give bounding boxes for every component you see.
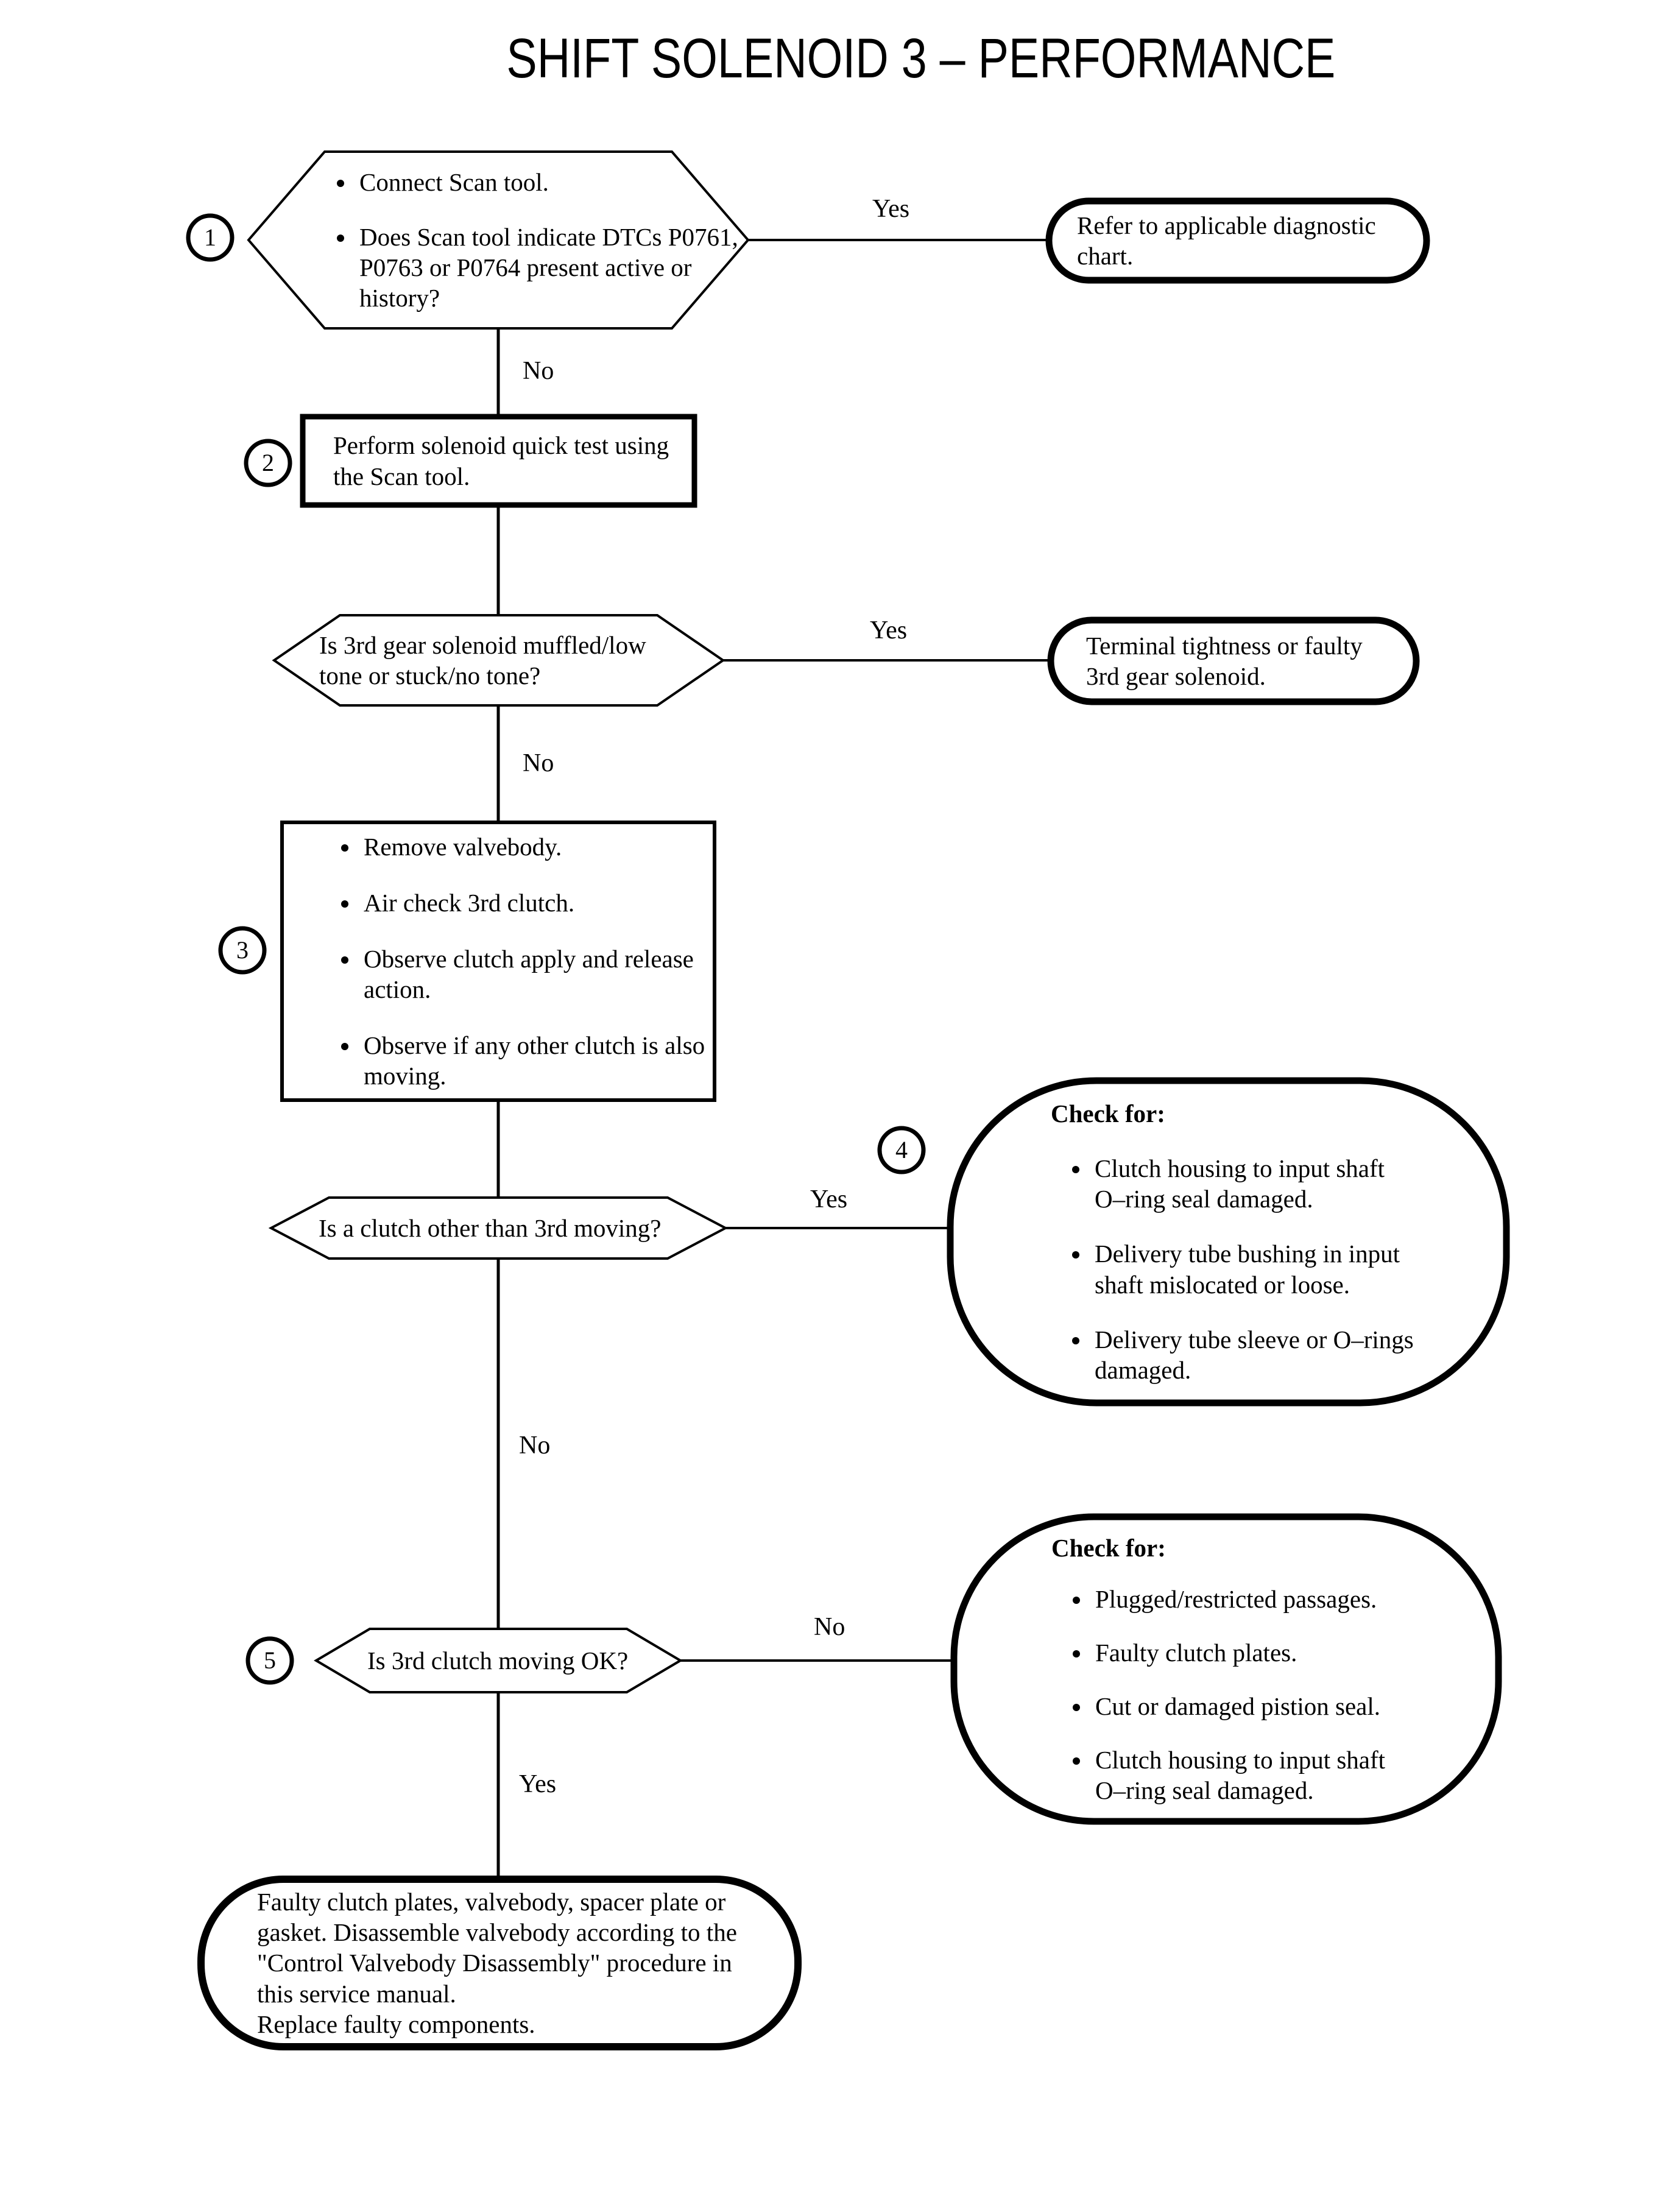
step-circle-5 — [245, 1636, 294, 1685]
check-for-2-content: Check for: Plugged/restricted passages. … — [954, 1517, 1498, 1821]
decision-4-text: Is 3rd clutch moving OK? — [367, 1646, 629, 1675]
step-number-5: 5 — [264, 1647, 276, 1674]
result-final-text: Faulty clutch plates, valvebody, spacer … — [257, 1888, 737, 2008]
bullet-item: Air check 3rd clutch. — [360, 888, 718, 918]
edge-label-yes-2: Yes — [870, 616, 908, 644]
edge-label-yes-1: Yes — [872, 195, 910, 223]
process-2-text: Perform solenoid quick test using the Sc… — [333, 431, 669, 490]
decision-1-bullet-list: Connect Scan tool. Does Scan tool indica… — [317, 167, 749, 313]
process-box-quick-test — [300, 414, 697, 508]
process-3-bullet-list: Remove valvebody. Air check 3rd clutch. … — [322, 831, 718, 1091]
step-number-1: 1 — [204, 224, 216, 251]
step-circle-1 — [186, 213, 235, 262]
bullet-item: Observe clutch apply and release action. — [360, 944, 718, 1004]
result-final-text-2: Replace faulty components. — [257, 2010, 535, 2038]
bullet-item: Plugged/restricted passages. — [1092, 1584, 1422, 1614]
check-for-2-heading: Check for: — [1051, 1533, 1166, 1562]
step-number-4: 4 — [895, 1136, 908, 1163]
step-circle-3 — [218, 926, 267, 975]
result-terminal-content: Terminal tightness or faulty 3rd gear so… — [1051, 620, 1416, 702]
edge-label-yes-4: Yes — [519, 1770, 557, 1798]
bullet-item: Clutch housing to input shaft O–ring sea… — [1092, 1745, 1422, 1806]
edge-label-yes-3: Yes — [810, 1185, 848, 1213]
check-for-1-bullet-list: Clutch housing to input shaft O–ring sea… — [1051, 1153, 1421, 1385]
process-3-content: Remove valvebody. Air check 3rd clutch. … — [282, 822, 721, 1100]
decision-3-content: Is a clutch other than 3rd moving? — [271, 1198, 725, 1259]
check-for-1-content: Check for: Clutch housing to input shaft… — [950, 1081, 1506, 1403]
result-terminal-text: Terminal tightness or faulty 3rd gear so… — [1086, 631, 1363, 690]
bullet-item: Faulty clutch plates. — [1092, 1637, 1422, 1668]
page-title: SHIFT SOLENOID 3 – PERFORMANCE — [506, 27, 1336, 90]
result-final-content: Faulty clutch plates, valvebody, spacer … — [201, 1879, 798, 2047]
step-circle-4 — [877, 1126, 926, 1174]
result-refer-chart-text: Refer to applicable diagnostic chart. — [1077, 211, 1376, 270]
bullet-item: Delivery tube sleeve or O–rings damaged. — [1091, 1324, 1421, 1385]
result-refer-chart-content: Refer to applicable diagnostic chart. — [1049, 201, 1427, 280]
decision-2-text: Is 3rd gear solenoid muffled/low tone or… — [319, 630, 646, 690]
decision-2-content: Is 3rd gear solenoid muffled/low tone or… — [274, 615, 723, 705]
result-pill-refer-chart — [1045, 197, 1430, 284]
bullet-item: Clutch housing to input shaft O–ring sea… — [1091, 1153, 1421, 1214]
edge-label-no-4: No — [814, 1613, 845, 1641]
edge-label-no-1: No — [523, 357, 554, 385]
decision-hexagon-1 — [247, 150, 750, 330]
decision-3-text: Is a clutch other than 3rd moving? — [319, 1213, 662, 1242]
result-pill-faulty-components — [197, 1876, 802, 2050]
step-number-2: 2 — [262, 449, 274, 476]
bullet-item: Does Scan tool indicate DTCs P0761, P076… — [356, 222, 749, 313]
process-2-content: Perform solenoid quick test using the Sc… — [303, 417, 694, 505]
edge-label-no-2: No — [523, 749, 554, 777]
check-for-2-bullet-list: Plugged/restricted passages. Faulty clut… — [1051, 1584, 1422, 1806]
step-number-3: 3 — [236, 936, 249, 964]
check-for-1-heading: Check for: — [1051, 1100, 1165, 1128]
decision-hexagon-4 — [314, 1628, 683, 1693]
decision-hexagon-3 — [268, 1196, 729, 1260]
result-blob-check-for-2 — [950, 1513, 1502, 1825]
decision-1-content: Connect Scan tool. Does Scan tool indica… — [249, 152, 754, 328]
decision-hexagon-2 — [272, 614, 725, 707]
process-box-air-check — [280, 821, 716, 1102]
bullet-item: Connect Scan tool. — [356, 167, 749, 197]
result-blob-check-for-1 — [947, 1077, 1510, 1407]
decision-4-content: Is 3rd clutch moving OK? — [316, 1629, 680, 1692]
step-circle-2 — [244, 439, 292, 487]
result-pill-terminal — [1047, 616, 1420, 705]
bullet-item: Cut or damaged pistion seal. — [1092, 1691, 1422, 1721]
bullet-item: Delivery tube bushing in input shaft mis… — [1091, 1238, 1421, 1299]
bullet-item: Remove valvebody. — [360, 831, 718, 862]
edge-label-no-3: No — [519, 1432, 551, 1460]
bullet-item: Observe if any other clutch is also movi… — [360, 1030, 718, 1091]
